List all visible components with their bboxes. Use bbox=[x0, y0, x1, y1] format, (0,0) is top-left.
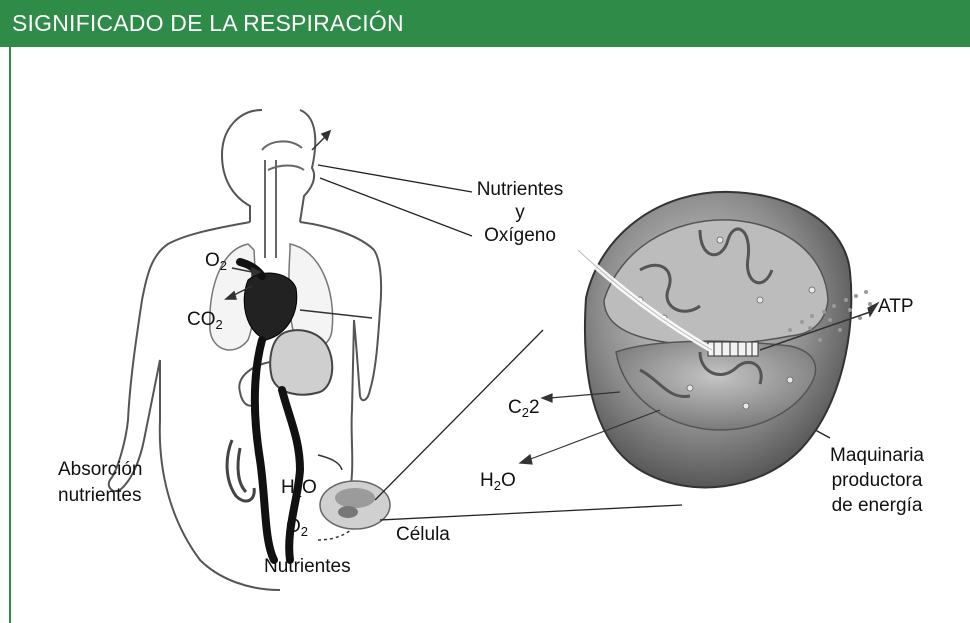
label-line-2: nutrientes bbox=[58, 483, 143, 509]
formula-base: C bbox=[508, 397, 522, 418]
nutrientes-bottom-label: Nutrientes bbox=[264, 556, 351, 578]
formula-subscript: 2 bbox=[216, 317, 223, 332]
formula-subscript: 2 bbox=[494, 478, 501, 493]
label-line-2: y bbox=[470, 201, 570, 224]
label-line-1: Nutrientes bbox=[470, 178, 570, 201]
formula-subscript: 2 bbox=[301, 524, 308, 539]
intestines bbox=[227, 440, 254, 501]
formula-base: CO bbox=[187, 309, 216, 330]
nutrientes-oxigeno-label: Nutrientes y Oxígeno bbox=[470, 178, 570, 247]
label-line-3: de energía bbox=[812, 493, 942, 518]
formula-tail: O bbox=[302, 477, 317, 498]
formula-subscript: 2 bbox=[295, 485, 302, 500]
co2-lungs-label: CO2 bbox=[187, 309, 223, 332]
formula-subscript: 2 bbox=[522, 405, 529, 420]
airway bbox=[262, 141, 304, 258]
label-line-1: Absorción bbox=[58, 457, 143, 483]
absorcion-nutrientes-label: Absorción nutrientes bbox=[58, 457, 143, 509]
o2-body-label: O2 bbox=[286, 516, 308, 539]
cell-image bbox=[320, 481, 390, 529]
formula-base: O bbox=[205, 250, 220, 271]
stomach bbox=[270, 330, 332, 394]
h2o-mito-label: H2O bbox=[480, 470, 516, 493]
o2-lungs-label: O2 bbox=[205, 250, 227, 273]
label-line-2: productora bbox=[812, 468, 942, 493]
label-line-3: Oxígeno bbox=[470, 224, 570, 247]
heart bbox=[244, 273, 297, 340]
head-outline bbox=[222, 110, 262, 222]
formula-subscript: 2 bbox=[220, 258, 227, 273]
h2o-body-label: H2O bbox=[281, 477, 317, 500]
celula-label: Célula bbox=[396, 524, 450, 546]
atp-label: ATP bbox=[878, 296, 914, 318]
maquinaria-label: Maquinaria productora de energía bbox=[812, 443, 942, 518]
c22-label: C22 bbox=[508, 397, 540, 420]
formula-base: O bbox=[286, 516, 301, 537]
formula-base: H bbox=[480, 470, 494, 491]
formula-base: H bbox=[281, 477, 295, 498]
formula-tail: O bbox=[501, 470, 516, 491]
label-line-1: Maquinaria bbox=[812, 443, 942, 468]
formula-tail: 2 bbox=[529, 397, 540, 418]
